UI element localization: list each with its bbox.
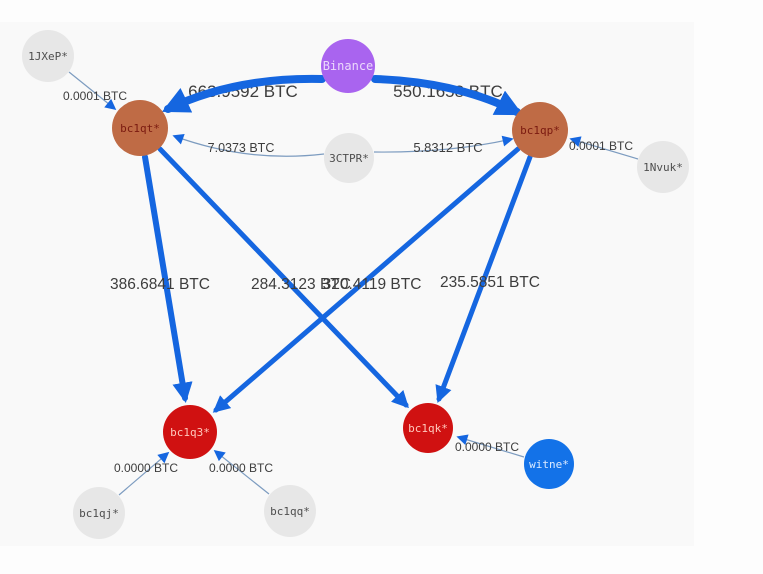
edge-bc1qj-bc1q3[interactable] [118,451,170,496]
address-node-circle[interactable] [403,403,453,453]
node-witne[interactable]: witne* [524,439,574,489]
edge-amount-label: 7.0373 BTC [208,141,275,155]
edge-amount-label: 0.0000 BTC [209,461,273,475]
edge-bc1qp-bc1q3[interactable] [212,146,521,413]
node-1nvuk[interactable]: 1Nvuk* [637,141,689,193]
edge-amount-label: 0.0001 BTC [569,139,633,153]
edge-witne-bc1qk[interactable] [456,434,525,458]
node-1jxep[interactable]: 1JXeP* [22,30,74,82]
edge-amount-label: 320.4119 BTC [323,276,422,293]
address-node-circle[interactable] [512,102,568,158]
address-node-circle[interactable] [324,133,374,183]
node-bc1qp[interactable]: bc1qp* [512,102,568,158]
address-node-circle[interactable] [524,439,574,489]
node-bc1qk[interactable]: bc1qk* [403,403,453,453]
edge-amount-label: 0.0001 BTC [63,89,127,103]
node-bc1qt[interactable]: bc1qt* [112,100,168,156]
node-bc1qj[interactable]: bc1qj* [73,487,125,539]
edge-binance-bc1qt[interactable] [161,74,326,113]
edge-bc1qp-bc1qk[interactable] [435,154,533,403]
address-node-circle[interactable] [264,485,316,537]
edge-amount-label: 0.0000 BTC [455,440,519,454]
address-node-circle[interactable] [163,405,217,459]
edge-bc1qt-bc1qk[interactable] [157,146,409,409]
node-bc1q3[interactable]: bc1q3* [163,405,217,459]
edge-amount-label: 5.8312 BTC [413,140,482,155]
address-node-circle[interactable] [22,30,74,82]
node-binance[interactable]: Binance [321,39,375,93]
edge-1jxep-bc1qt[interactable] [68,71,117,111]
exchange-node-circle[interactable] [321,39,375,93]
edge-1nvuk-bc1qp[interactable] [569,136,639,160]
node-3ctpr[interactable]: 3CTPR* [324,133,374,183]
edge-binance-bc1qp[interactable] [371,75,524,116]
edge-amount-label: 284.3123 BTC [251,276,351,293]
edge-amount-label: 235.5851 BTC [440,274,540,291]
edge-bc1qq-bc1q3[interactable] [213,449,270,495]
address-node-circle[interactable] [112,100,168,156]
address-node-circle[interactable] [73,487,125,539]
edge-amount-label: 663.9592 BTC [188,82,298,101]
edge-3ctpr-bc1qt[interactable] [172,134,325,157]
edge-3ctpr-bc1qp[interactable] [373,135,514,153]
address-node-circle[interactable] [637,141,689,193]
node-bc1qq[interactable]: bc1qq* [264,485,316,537]
edge-bc1qt-bc1q3[interactable] [142,154,193,404]
edge-amount-label: 386.6841 BTC [110,276,210,293]
edge-amount-label: 0.0000 BTC [114,461,178,475]
